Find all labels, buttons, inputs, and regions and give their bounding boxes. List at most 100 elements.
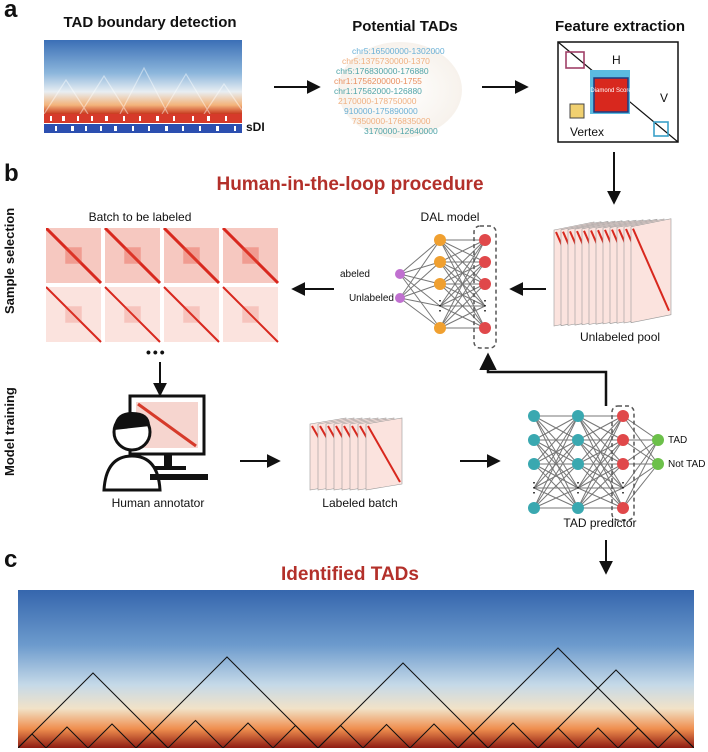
arrow-a1 <box>274 80 321 94</box>
tad-triangle <box>577 727 619 748</box>
ptad-line: chr5:16500000-1302000 <box>352 46 445 56</box>
labeled-label: Labeled <box>340 269 370 280</box>
panel-letter-a: a <box>4 0 18 23</box>
unlabeled-pool-caption: Unlabeled pool <box>579 330 661 344</box>
batch-sample-heatmap <box>103 228 162 285</box>
predictor-node <box>528 434 540 446</box>
tad-predictor-caption: TAD predictor <box>563 516 637 530</box>
feature-extraction-box: Diamond Score H V Vertex <box>557 41 679 143</box>
node-ellipsis: ⋮ <box>478 297 492 313</box>
ptad-line: chr1:17562000-126880 <box>334 86 422 96</box>
diamond-score-label: Diamond Score <box>590 88 632 94</box>
output-tad-label: TAD <box>668 435 687 446</box>
arrow-pool-to-dal <box>509 282 546 296</box>
output-node <box>652 434 664 446</box>
dal-model-title: DAL model <box>420 210 480 224</box>
step3-title: Feature extraction <box>554 18 686 35</box>
panel-c-title: Identified TADs <box>281 564 419 585</box>
output-not-tad-label: Not TAD <box>668 459 705 470</box>
vertex-box <box>569 103 585 119</box>
output-node <box>652 458 664 470</box>
h-box <box>565 51 585 69</box>
node-ellipsis: ⋮ <box>433 297 447 313</box>
step2-title: Potential TADs <box>352 18 458 35</box>
tad-triangle <box>167 719 224 748</box>
tad-triangle <box>45 726 89 748</box>
identified-tads-map <box>18 590 694 748</box>
labeled-sample-card <box>365 417 403 491</box>
hidden-node <box>434 256 446 268</box>
ptad-line: 3170000-12640000 <box>364 126 438 136</box>
predictor-node <box>572 434 584 446</box>
unlabeled-label: Unlabeled <box>349 293 394 304</box>
more-batches-ellipsis: ••• <box>146 344 167 360</box>
panel-b-title: Human-in-the-loop procedure <box>216 174 484 195</box>
tad-triangle <box>222 722 274 748</box>
panel-letter-b: b <box>4 160 19 187</box>
arrow-predictor-down <box>599 540 613 575</box>
tad-triangle <box>135 656 319 748</box>
human-annotator-icon <box>102 394 208 492</box>
tad-predictor-network: ⋮⋮⋮ TAD Not TAD <box>527 405 705 521</box>
tad-triangle <box>87 723 137 748</box>
ptad-line: chr5:176830000-176880 <box>336 66 429 76</box>
h-label: H <box>612 53 621 67</box>
tad-triangle <box>537 669 694 748</box>
ptad-line: chr5:1375730000-1370 <box>342 56 430 66</box>
batch-sample-heatmap <box>46 228 103 285</box>
hidden-node <box>479 278 491 290</box>
ptad-line: 2170000-178750000 <box>338 96 417 106</box>
batch-sample-heatmap <box>222 286 279 343</box>
node-ellipsis: ⋮ <box>571 479 585 495</box>
arrow-human-to-batch <box>240 454 281 468</box>
node-ellipsis: ⋮ <box>616 479 630 495</box>
ptad-line: 910000-175890000 <box>344 106 418 116</box>
batch-sample-heatmap <box>221 228 280 285</box>
hidden-node <box>479 234 491 246</box>
batch-to-be-labeled-grid <box>46 228 280 343</box>
predictor-node <box>617 458 629 470</box>
arrow-predictor-to-dal <box>479 352 608 406</box>
step1-title: TAD boundary detection <box>63 14 237 31</box>
input-node <box>395 269 405 279</box>
tad-triangle <box>362 723 411 748</box>
row-label-sample-selection: Sample selection <box>2 207 17 314</box>
ptad-line: chr1:1756200000-1755 <box>334 76 422 86</box>
input-node <box>395 293 405 303</box>
pool-sample-card <box>630 218 672 324</box>
sdi-track <box>44 114 242 133</box>
batch-sample-heatmap <box>104 286 161 343</box>
labeled-batch-stack <box>309 417 403 491</box>
tad-triangle <box>18 672 169 748</box>
hidden-node <box>479 322 491 334</box>
v-label: V <box>660 91 668 105</box>
predictor-node <box>528 410 540 422</box>
vertex-label: Vertex <box>570 125 604 139</box>
diamond-score-box <box>593 77 629 113</box>
dal-model-network: ⋮ ⋮ Labeled Unlabeled <box>340 225 497 349</box>
batch-title: Batch to be labeled <box>88 210 192 224</box>
hidden-node <box>434 234 446 246</box>
predictor-node <box>572 458 584 470</box>
labeled-batch-caption: Labeled batch <box>322 496 398 510</box>
hidden-node <box>434 322 446 334</box>
arrow-a-down <box>607 152 621 205</box>
hidden-node <box>434 278 446 290</box>
predictor-node <box>572 410 584 422</box>
predictor-node <box>528 458 540 470</box>
predictor-node <box>572 502 584 514</box>
sdi-label: sDI <box>246 120 265 134</box>
potential-tads-cloud: chr5:16500000-1302000 chr5:1375730000-13… <box>334 42 462 138</box>
predictor-node <box>528 502 540 514</box>
tad-triangle <box>487 722 539 748</box>
tad-triangle <box>317 662 489 748</box>
unlabeled-pool-stack <box>553 218 672 327</box>
arrow-batch-to-predictor <box>460 454 501 468</box>
arrow-a2 <box>482 80 529 94</box>
batch-sample-heatmap <box>162 228 221 285</box>
hic-boundary-map: sDI <box>44 40 265 134</box>
predictor-node <box>617 434 629 446</box>
predictor-node <box>617 410 629 422</box>
batch-sample-heatmap <box>163 286 220 343</box>
ptad-line: 7350000-176835000 <box>352 116 431 126</box>
